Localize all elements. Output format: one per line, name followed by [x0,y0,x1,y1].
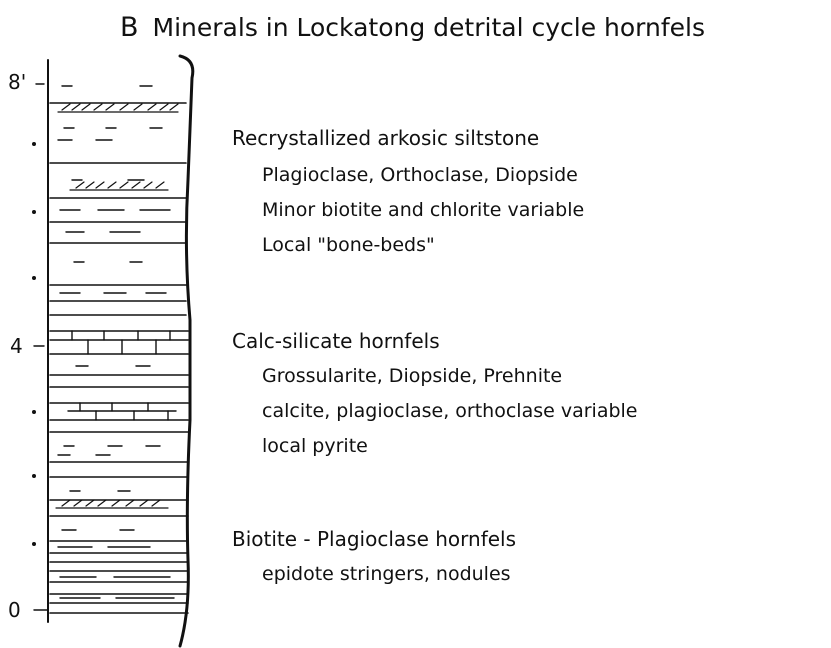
diagram-title: B Minerals in Lockatong detrital cycle ho… [120,12,705,43]
unit-3-line-1: epidote stringers, nodules [262,563,511,585]
unit-2-heading: Calc-silicate hornfels [232,329,440,353]
unit-2-line-3: local pyrite [262,435,368,457]
cross-lamination [56,104,178,508]
unit-1-line-3: Local "bone-beds" [262,234,435,256]
scale-dots [32,142,36,546]
unit-1-heading: Recrystallized arkosic siltstone [232,126,539,150]
unit-2-line-1: Grossularite, Diopside, Prehnite [262,365,562,387]
unit-1-line-1: Plagioclase, Orthoclase, Diopside [262,164,578,186]
column-right-edge [180,56,193,646]
unit-1-line-2: Minor biotite and chlorite variable [262,199,584,221]
bedding-lines [50,103,188,613]
scale-tick-marks [34,84,48,610]
scale-label-4: 4 [10,334,23,358]
unit-3-heading: Biotite - Plagioclase hornfels [232,527,516,551]
scale-label-8: 8' [8,70,26,94]
scale-label-0: 0 [8,598,21,622]
title-text: Minerals in Lockatong detrital cycle hor… [153,13,705,42]
panel-letter: B [120,12,139,43]
unit-2-line-2: calcite, plagioclase, orthoclase variabl… [262,400,638,422]
